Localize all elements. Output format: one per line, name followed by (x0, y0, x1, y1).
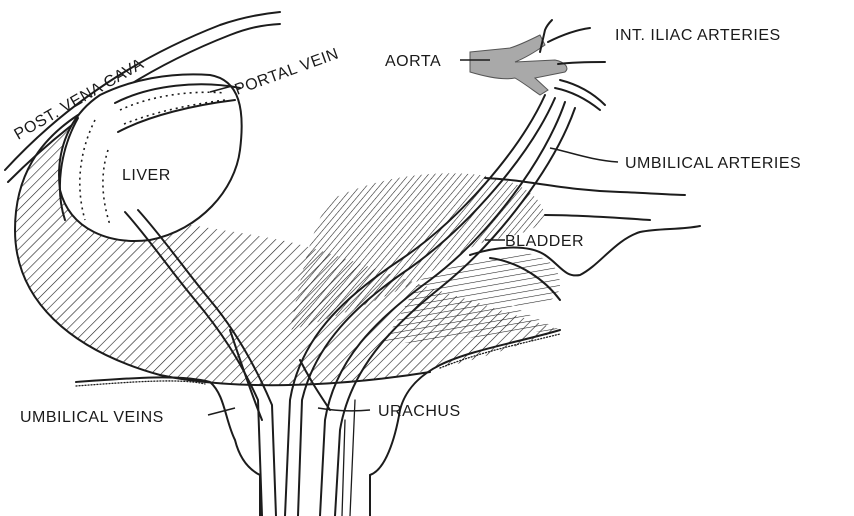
liver-label: LIVER (122, 167, 171, 184)
umbilical-arteries-leader (550, 148, 618, 162)
aorta (470, 20, 605, 95)
umbilical-arteries-label: UMBILICAL ARTERIES (625, 155, 801, 172)
urachus-label: URACHUS (378, 403, 461, 420)
int-iliac-arteries-label: INT. ILIAC ARTERIES (615, 27, 781, 44)
int-iliac-arteries-vessels (555, 80, 605, 110)
umbilical-veins-leader (208, 408, 235, 415)
bladder-label: BLADDER (505, 233, 584, 250)
umbilical-veins-label: UMBILICAL VEINS (20, 409, 164, 426)
aorta-label: AORTA (385, 53, 441, 70)
portal-vein-label: PORTAL VEIN (233, 45, 341, 98)
